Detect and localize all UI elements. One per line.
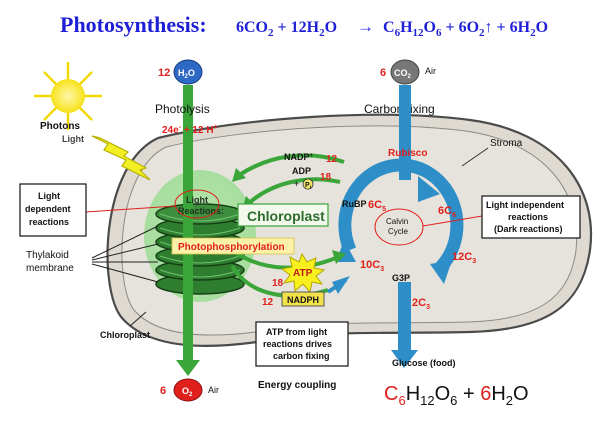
water-input: H2O 12 — [158, 59, 203, 85]
atp-starburst-icon — [280, 252, 326, 294]
photons-label: Photons — [40, 121, 80, 132]
energy-coupling-label: Energy coupling — [258, 380, 336, 391]
calvin-cycle-ring — [338, 158, 464, 273]
atp-drives-label-2: reactions drives — [263, 339, 332, 349]
adp-count: 18 — [320, 172, 332, 183]
stroma-label: Stroma — [490, 138, 523, 149]
glucose-formula: C6H12O6 + 6H2O — [384, 383, 529, 408]
rubisco-label: Rubisco — [388, 148, 427, 159]
chloroplast-center-label: Chloroplast — [247, 208, 325, 224]
oxygen-output: O2 6 Air — [160, 378, 219, 402]
light-reactions-highlight — [174, 189, 220, 219]
chloroplast-center-box — [237, 203, 329, 227]
light-dependent-label-3: reactions — [29, 217, 69, 227]
co2-merge-arrowhead — [418, 176, 440, 202]
co2-arrow-shaft — [399, 85, 411, 180]
co2-air-label: Air — [425, 66, 436, 76]
co2-input: CO2 6 Air — [380, 59, 436, 85]
oxygen-count: 6 — [160, 385, 166, 397]
light-independent-label-2: reactions — [508, 212, 548, 222]
electron-label: 24e- + 12 H+ — [162, 124, 218, 136]
thylakoid-label-2: membrane — [26, 263, 74, 274]
atp-drives-label-1: ATP from light — [266, 327, 327, 337]
title-word: Photosynthesis: — [60, 12, 207, 37]
phosphate-icon — [302, 178, 314, 190]
nadph-label: NADPH — [287, 295, 319, 305]
nadp-count: 12 — [326, 154, 338, 165]
c6-label: 6C6 — [438, 205, 456, 219]
co2-badge: CO2 — [394, 68, 412, 80]
adp-label: ADP — [292, 166, 311, 176]
light-label: Light — [62, 134, 84, 144]
pi-plus: + — [294, 179, 299, 189]
thylakoid-pointers — [91, 225, 159, 283]
sun-icon — [34, 62, 102, 130]
co2-count: 6 — [380, 67, 386, 79]
light-dependent-label-2: dependent — [25, 204, 71, 214]
light-reactions-label-2: Reactions: — [178, 206, 224, 216]
water-count: 12 — [158, 67, 170, 79]
chloroplast-bottom-label: Chloroplast — [100, 330, 150, 340]
pi-label: Pi — [305, 182, 312, 191]
nadp-return-arrow — [236, 153, 345, 178]
oxygen-arrowhead — [176, 360, 200, 376]
equation-text: 6CO2 + 12H2O — [236, 19, 337, 39]
g3p-label: G3P — [392, 273, 410, 283]
nadph-box — [281, 291, 325, 307]
c3-right-label: 12C3 — [452, 251, 476, 265]
glucose-arrow-shaft — [398, 282, 411, 352]
equation-title: Photosynthesis: 6CO2 + 12H2O → C6H12O6 +… — [60, 12, 548, 39]
water-badge: H2O — [178, 68, 195, 80]
equation-arrow: → — [357, 17, 374, 36]
light-lightning-icon — [91, 135, 151, 181]
nadph-count: 12 — [262, 297, 274, 308]
oxygen-air-label: Air — [208, 385, 219, 395]
calvin-label-1: Calvin — [386, 217, 408, 226]
photophosphorylation-box — [171, 237, 295, 255]
light-independent-label-1: Light independent — [486, 200, 564, 210]
light-reactions-label-1: Light — [186, 195, 208, 205]
atp-forward-arrow — [230, 248, 337, 270]
calvin-cycle-highlight — [374, 208, 424, 246]
atp-drives-label-3: carbon fixing — [273, 351, 330, 361]
light-independent-label-3: (Dark reactions) — [494, 224, 563, 234]
atp-count: 18 — [272, 278, 284, 289]
photophosphorylation-label: Photophosphorylation — [178, 242, 285, 253]
light-dependent-label-1: Light — [38, 191, 60, 201]
rubp-label: RuBP — [342, 199, 367, 209]
glucose-arrowhead — [391, 350, 418, 368]
calvin-arrowhead-right — [430, 260, 452, 284]
light-independent-box — [481, 195, 581, 239]
water-to-oxygen-arrow — [183, 85, 193, 363]
glucose-label: Glucose (food) — [392, 358, 456, 368]
c5-label: 6C5 — [368, 199, 386, 213]
calvin-label-2: Cycle — [388, 227, 409, 236]
oxygen-badge: O2 — [182, 386, 193, 398]
adp-return-arrow — [246, 177, 341, 206]
equation-products: C6H12O6 + 6O2↑ + 6H2O — [383, 19, 548, 39]
c3-out-label: 2C3 — [412, 297, 430, 311]
thylakoid-label-1: Thylakoid — [26, 250, 69, 261]
light-dependent-box — [19, 183, 87, 237]
photolysis-label: Photolysis — [155, 102, 210, 116]
c3-left-label: 10C3 — [360, 259, 384, 273]
nadp-label: NADP+ — [284, 152, 314, 162]
atp-drives-box — [255, 321, 349, 367]
atp-label: ATP — [293, 268, 313, 279]
